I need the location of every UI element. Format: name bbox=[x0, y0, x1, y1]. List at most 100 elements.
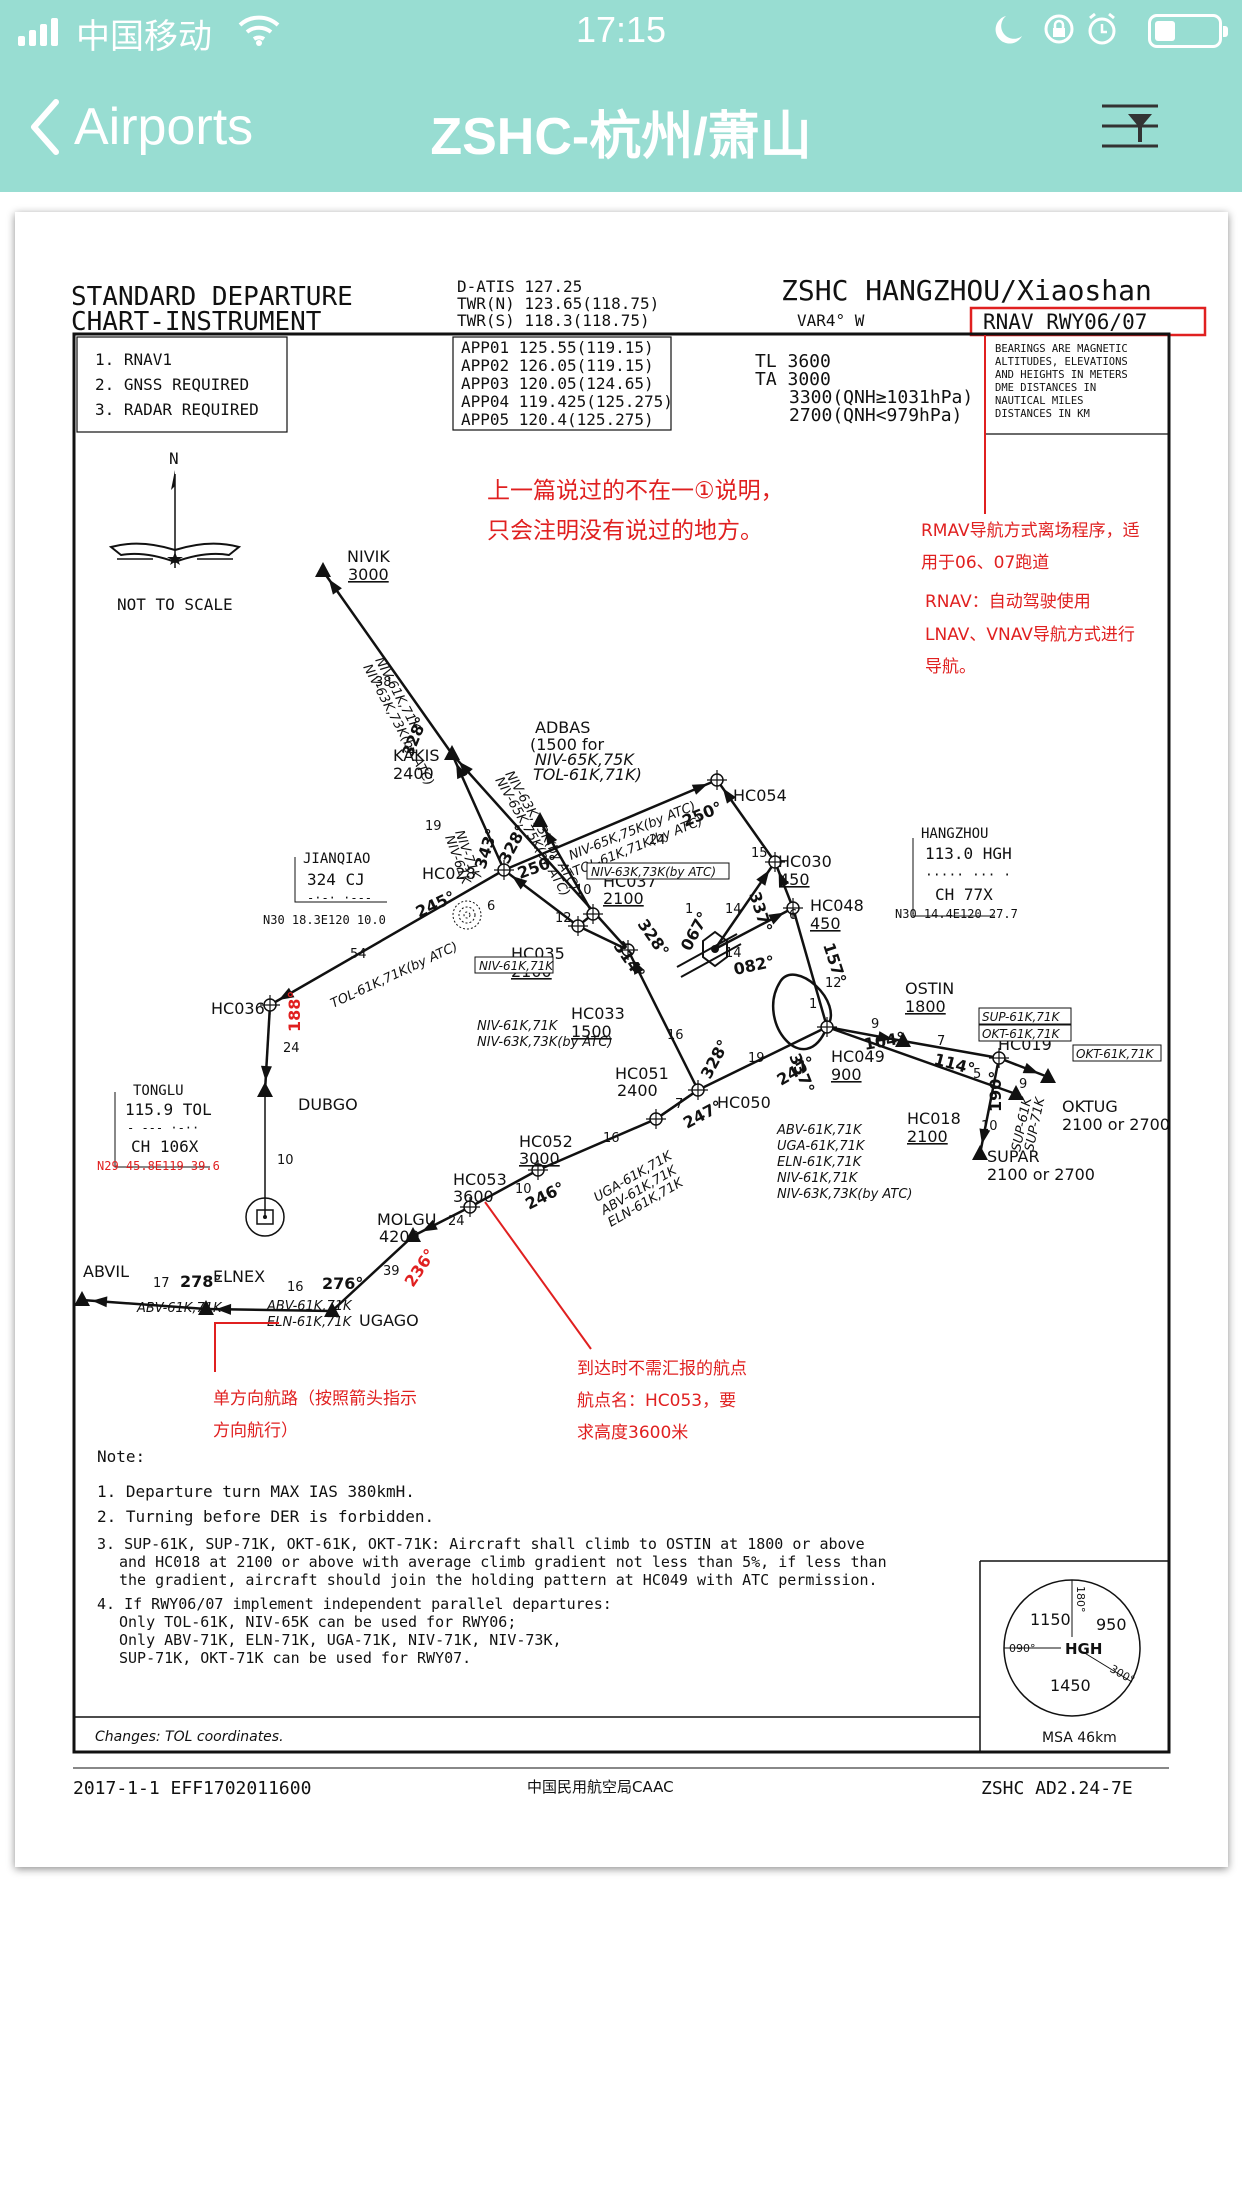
hc030-waypoint-icon bbox=[765, 852, 785, 872]
supar-waypoint-icon bbox=[972, 1145, 988, 1160]
hgh-freq: 113.0 HGH bbox=[925, 844, 1012, 863]
lbl-abvu: ABV-61K,71K bbox=[266, 1299, 353, 1314]
annotations: 上一篇说过的不在一①说明， 只会注明没有说过的地方。 RMAV导航方式离场程序，… bbox=[213, 478, 1140, 1443]
jianqiao-ndb-symbol bbox=[452, 900, 482, 930]
ta-low: 2700(QNH<979hPa) bbox=[789, 405, 962, 426]
lbl-abvlist-4: NIV-61K,71K bbox=[777, 1171, 859, 1186]
chevron-left-icon bbox=[31, 99, 59, 155]
lbl-abvw: ABV-61K,71K bbox=[136, 1301, 223, 1316]
hc048-alt: 450 bbox=[810, 914, 841, 933]
route-arrow bbox=[632, 958, 645, 975]
msa-1150: 1150 bbox=[1030, 1610, 1071, 1629]
oktug-alt: 2100 or 2700 bbox=[1062, 1115, 1170, 1134]
route-arrow bbox=[768, 912, 785, 925]
cj-coord: N30 18.3E120 10.0 bbox=[263, 913, 386, 927]
ugago-label: UGAGO bbox=[359, 1311, 419, 1330]
ostin-label: OSTIN bbox=[905, 979, 954, 998]
lbl-sup: SUP-61K,71K bbox=[982, 1010, 1061, 1024]
bearings-note: BEARINGS ARE MAGNETIC ALTITUDES, ELEVATI… bbox=[995, 343, 1128, 420]
tol-coord: N29 45.8E119 39.6 bbox=[97, 1159, 220, 1173]
changes-note: Changes: TOL coordinates. bbox=[95, 1729, 284, 1745]
note-4d: SUP-71K, OKT-71K can be used for RWY07. bbox=[119, 1649, 471, 1667]
adbas-note3: TOL-61K,71K) bbox=[533, 765, 642, 784]
ostin-waypoint-icon bbox=[895, 1032, 911, 1047]
svg-text:- --- ·-··: - --- ·-·· bbox=[127, 1121, 199, 1135]
notes: Note: 1. Departure turn MAX IAS 380kmH. … bbox=[95, 1447, 887, 1745]
route-segment bbox=[697, 1025, 828, 1092]
bearings-4: DME DISTANCES IN bbox=[995, 382, 1096, 394]
abvil-waypoint-icon bbox=[74, 1291, 90, 1306]
hc051-alt: 2400 bbox=[617, 1081, 658, 1100]
route-arrow bbox=[979, 1128, 991, 1145]
annot-top-1: 上一篇说过的不在一①说明， bbox=[487, 478, 784, 504]
waypoint-labels: NIVIK 3000 KAKIS 2400 ADBAS (1500 for NI… bbox=[83, 547, 1170, 1330]
boxed-labels: NIV-63K,73K(by ATC) NIV-61K,71K SUP-61K,… bbox=[474, 862, 1162, 1062]
hc048-waypoint-icon bbox=[783, 898, 803, 918]
adbas-note1: (1500 for bbox=[530, 735, 604, 754]
route-arrow bbox=[877, 1031, 894, 1042]
back-button[interactable]: Airports bbox=[30, 92, 253, 162]
route-segment bbox=[998, 1056, 1049, 1079]
hc037-alt: 2100 bbox=[603, 889, 644, 908]
hc048-label: HC048 bbox=[810, 896, 864, 915]
note-4a: 4. If RWY06/07 implement independent par… bbox=[97, 1595, 612, 1613]
menu-filter-icon[interactable] bbox=[1100, 102, 1162, 150]
lbl-abvlist-3: ELN-61K,71K bbox=[777, 1155, 863, 1170]
route-segment bbox=[321, 570, 454, 755]
carrier-label: 中国移动 bbox=[76, 18, 212, 56]
dist-10b: 10 bbox=[277, 1153, 294, 1168]
crs-236: 236° bbox=[401, 1245, 440, 1290]
lbl-nivr2: NIV-65K,75K(by ATC) bbox=[492, 775, 573, 900]
dist-16: 16 bbox=[667, 1028, 684, 1043]
hc036-label: HC036 bbox=[211, 999, 265, 1018]
hc037-waypoint-icon bbox=[583, 904, 603, 924]
tl: TL 3600 bbox=[755, 351, 831, 372]
holding-pattern bbox=[771, 973, 833, 1051]
hc050-label: HC050 bbox=[717, 1093, 771, 1112]
footer-date: 2017-1-1 EFF1702011600 bbox=[73, 1778, 311, 1799]
crs-314: 314° bbox=[610, 937, 649, 982]
msa-950: 950 bbox=[1096, 1615, 1127, 1634]
route-segment bbox=[269, 868, 505, 1007]
frequency-block: D-ATIS 127.25 TWR(N) 123.65(118.75) TWR(… bbox=[457, 277, 659, 330]
hc030-alt: 450 bbox=[779, 870, 810, 889]
hc052-waypoint-icon bbox=[528, 1160, 548, 1180]
route-segment bbox=[826, 1025, 1017, 1096]
route-arrow bbox=[691, 783, 708, 795]
crs-067: 067° bbox=[677, 908, 713, 953]
note-3c: the gradient, aircraft should join the h… bbox=[119, 1571, 878, 1589]
dist-19b: 19 bbox=[748, 1051, 765, 1066]
dist-6: 6 bbox=[487, 899, 495, 914]
lbl-nivmid2: NIV-63K,73K(by ATC) bbox=[477, 1035, 612, 1050]
hgh-ch: CH 77X bbox=[935, 885, 993, 904]
departure-chart[interactable]: STANDARD DEPARTURE CHART-INSTRUMENT D-AT… bbox=[15, 212, 1228, 1867]
dist-10d: 10 bbox=[515, 1182, 532, 1197]
adbas-waypoint-icon bbox=[532, 812, 548, 827]
route-arrow bbox=[328, 579, 342, 595]
hc051-waypoint-icon bbox=[646, 1109, 666, 1129]
molgu-alt: 4200 bbox=[379, 1227, 420, 1246]
freq-datis: D-ATIS 127.25 bbox=[457, 277, 582, 296]
route-arrow bbox=[1022, 1062, 1039, 1074]
bearings-3: AND HEIGHTS IN METERS bbox=[995, 369, 1128, 381]
req-3: 3. RADAR REQUIRED bbox=[95, 400, 259, 419]
ostin-alt: 1800 bbox=[905, 997, 946, 1016]
hc053-alt: 3600 bbox=[453, 1187, 494, 1206]
status-bar: 中国移动 17:15 bbox=[0, 0, 1242, 62]
elnex-label: ELNEX bbox=[213, 1267, 265, 1286]
chart-title-2: CHART-INSTRUMENT bbox=[71, 307, 322, 337]
tol-freq: 115.9 TOL bbox=[125, 1100, 212, 1119]
tonglu-vor: TONGLU 115.9 TOL - --- ·-·· CH 106X N29 … bbox=[97, 1083, 220, 1173]
route-arrow bbox=[511, 876, 528, 890]
annot-wpt-2: 航点名：HC053，要 bbox=[577, 1391, 736, 1411]
hc028-label: HC028 bbox=[422, 864, 476, 883]
magnetic-variation: VAR4° W bbox=[797, 311, 865, 330]
note-4b: Only TOL-61K, NIV-65K can be used for RW… bbox=[119, 1613, 516, 1631]
molgu-label: MOLGU bbox=[377, 1210, 436, 1229]
crs-247b: 247° bbox=[680, 1096, 725, 1132]
annot-rnav-1: RNAV：自动驾驶使用 bbox=[925, 591, 1091, 612]
annot-oneway-2: 方向航行） bbox=[213, 1421, 298, 1441]
route-arrow bbox=[722, 788, 736, 804]
app01: APP01 125.55(119.15) bbox=[461, 338, 654, 357]
lbl-tolby: TOL-61K,71K(by ATC) bbox=[328, 939, 460, 1011]
